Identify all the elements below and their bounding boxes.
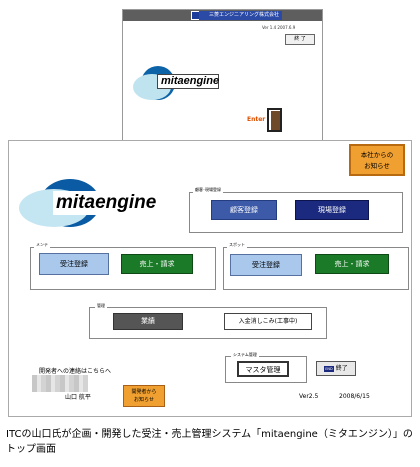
spot-order-register-button[interactable]: 受注登録 bbox=[230, 254, 302, 276]
figure-caption: ITCの山口氏が企画・開発した受注・売上管理システム「mitaengine（ミタ… bbox=[6, 429, 413, 455]
main-menu-window: mitaengine 本社からの お知らせ 顧客･現場登録 顧客登録 現場登録 … bbox=[8, 140, 412, 417]
notice-line-1: 本社からの bbox=[360, 151, 394, 159]
maint-sales-billing-button[interactable]: 売上・請求 bbox=[121, 254, 193, 274]
maintenance-group-label: メンテ bbox=[34, 242, 50, 248]
end-icon: END bbox=[324, 365, 334, 372]
splash-version: Ver 1.4 2007.6.9 bbox=[262, 25, 296, 30]
splash-company-name: 三菱エンジニアリング株式会社 bbox=[199, 11, 283, 20]
splash-logo: mitaengine bbox=[157, 74, 219, 89]
dev-notice-line-2: お知らせ bbox=[134, 397, 154, 403]
dev-notice-line-1: 開発者から bbox=[131, 389, 157, 395]
developer-name: 山口 航平 bbox=[65, 394, 91, 401]
blurred-contact-info bbox=[32, 375, 88, 392]
deposit-reconcile-button[interactable]: 入金消しこみ(工事中) bbox=[224, 313, 312, 330]
head-office-notice-button[interactable]: 本社からの お知らせ bbox=[349, 144, 405, 176]
results-button[interactable]: 業績 bbox=[113, 313, 183, 330]
splash-close-button[interactable]: 終 了 bbox=[285, 34, 315, 45]
spot-sales-billing-button[interactable]: 売上・請求 bbox=[315, 254, 389, 274]
master-management-button[interactable]: マスタ管理 bbox=[237, 361, 289, 377]
main-logo: mitaengine bbox=[53, 191, 163, 215]
system-admin-group-label: システム管理 bbox=[231, 352, 259, 358]
spot-group-label: スポット bbox=[227, 242, 247, 248]
customer-register-button[interactable]: 顧客登録 bbox=[211, 200, 277, 220]
door-panel-icon bbox=[271, 111, 280, 130]
enter-label[interactable]: Enter bbox=[247, 116, 266, 123]
maint-order-register-button[interactable]: 受注登録 bbox=[39, 253, 109, 275]
notice-line-2: お知らせ bbox=[364, 162, 390, 170]
developer-contact-text: 開発者への連絡はこちらへ bbox=[39, 368, 112, 375]
main-version: Ver2.5 bbox=[299, 393, 319, 400]
main-date: 2008/6/15 bbox=[339, 393, 370, 400]
customer-site-group-label: 顧客･現場登録 bbox=[193, 187, 223, 193]
end-button-label: 終了 bbox=[335, 365, 348, 372]
admin-group-label: 管理 bbox=[95, 303, 107, 309]
splash-window: 三菱エンジニアリング株式会社 Ver 1.4 2007.6.9 終 了 mita… bbox=[122, 9, 323, 147]
site-register-button[interactable]: 現場登録 bbox=[295, 200, 369, 220]
developer-notice-button[interactable]: 開発者から お知らせ bbox=[123, 385, 165, 407]
